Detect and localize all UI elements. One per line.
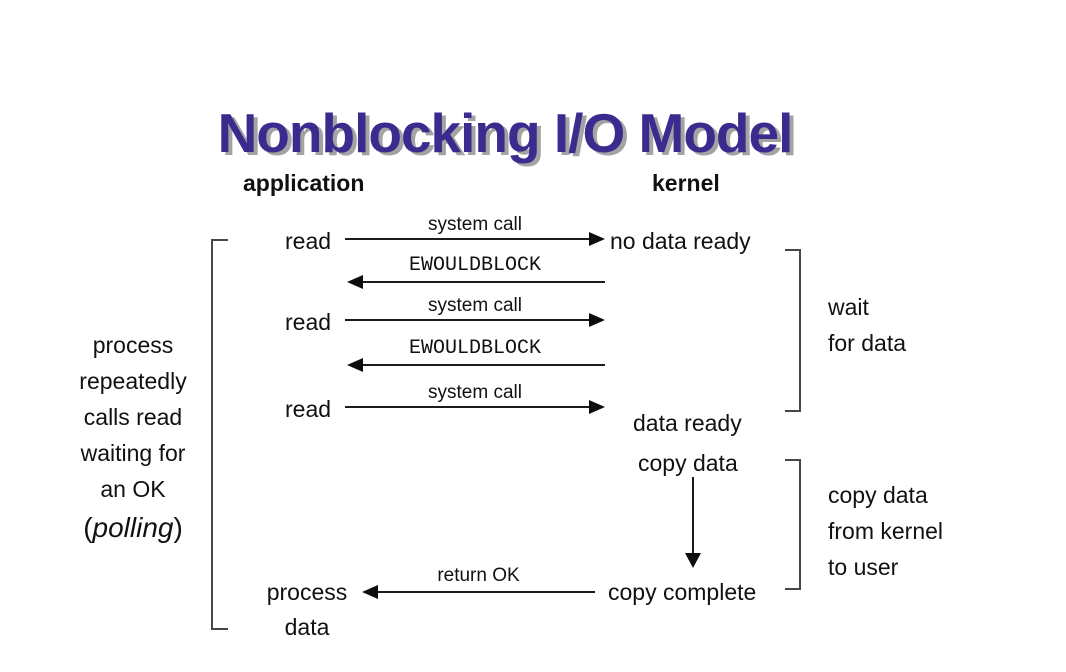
system-call-label-2: system call	[428, 295, 522, 316]
polling-note: process repeatedly calls read waiting fo…	[38, 327, 228, 549]
arrow-shaft	[359, 364, 605, 366]
ewouldblock-label-2: EWOULDBLOCK	[408, 337, 542, 360]
wait-note: wait for data	[828, 289, 906, 361]
read-call-label-1: read	[285, 228, 332, 254]
arrow-shaft	[345, 238, 593, 240]
kernel-state-copy-data: copy data	[638, 450, 738, 476]
ewouldblock-arrow-1	[347, 275, 605, 289]
copy-bracket	[785, 459, 801, 590]
return-ok-arrow	[362, 585, 595, 599]
kernel-state-no-data-ready: no data ready	[610, 228, 751, 254]
arrow-shaft	[692, 477, 694, 555]
arrowhead-right-icon	[589, 313, 605, 327]
wait-note-line: for data	[828, 330, 906, 356]
system-call-label-3: system call	[428, 382, 522, 403]
arrowhead-right-icon	[589, 232, 605, 246]
arrow-shaft	[345, 319, 593, 321]
data-label: data	[284, 614, 330, 640]
system-call-label-1: system call	[428, 214, 522, 235]
read-call-label-2: read	[285, 309, 332, 335]
kernel-state-data-ready: data ready	[633, 410, 742, 436]
copy-data-arrow	[685, 477, 701, 569]
kernel-state-copy-complete: copy complete	[608, 579, 757, 605]
polling-note-line: waiting for	[80, 440, 186, 466]
ewouldblock-label-1: EWOULDBLOCK	[408, 254, 542, 277]
arrow-shaft	[374, 591, 595, 593]
polling-note-emphasis-line: (polling)	[38, 507, 228, 549]
process-label: process	[266, 579, 348, 605]
system-call-arrow-2	[345, 313, 605, 327]
paren-open: (	[83, 512, 93, 543]
system-call-arrow-1	[345, 232, 605, 246]
slide-title: Nonblocking I/O Model	[217, 102, 794, 164]
column-header-kernel: kernel	[652, 170, 720, 196]
return-ok-label: return OK	[437, 565, 520, 586]
process-data-block: process data	[248, 575, 366, 645]
copy-note-line: copy data	[828, 482, 928, 508]
wait-note-line: wait	[828, 294, 869, 320]
arrow-shaft	[345, 406, 593, 408]
copy-note-line: to user	[828, 554, 899, 580]
column-header-application: application	[243, 170, 365, 196]
copy-note-line: from kernel	[828, 518, 944, 544]
arrowhead-down-icon	[685, 553, 701, 568]
ewouldblock-arrow-2	[347, 358, 605, 372]
polling-note-line: calls read	[83, 404, 183, 430]
read-call-label-3: read	[285, 396, 332, 422]
system-call-arrow-3	[345, 400, 605, 414]
polling-note-line: repeatedly	[79, 368, 187, 394]
polling-note-line: an OK	[100, 476, 166, 502]
polling-word: polling	[92, 512, 174, 543]
arrowhead-left-icon	[347, 358, 363, 372]
polling-note-line: process	[92, 332, 174, 358]
arrowhead-left-icon	[362, 585, 378, 599]
polling-bracket	[211, 239, 228, 630]
arrow-shaft	[359, 281, 605, 283]
arrowhead-left-icon	[347, 275, 363, 289]
arrowhead-right-icon	[589, 400, 605, 414]
paren-close: )	[173, 512, 183, 543]
copy-note: copy data from kernel to user	[828, 477, 943, 585]
wait-bracket	[785, 249, 801, 412]
